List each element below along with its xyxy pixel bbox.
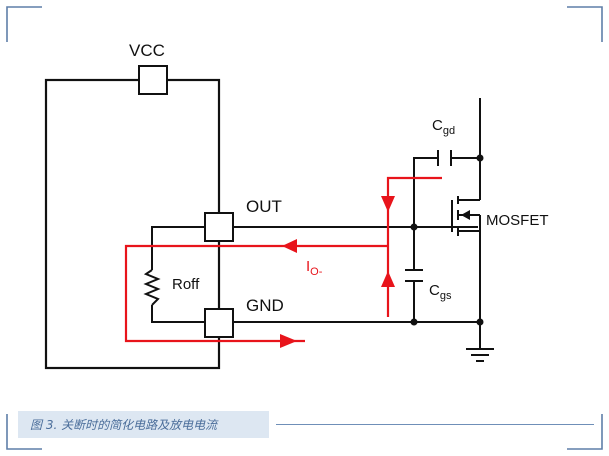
roff-label: Roff [172, 276, 200, 293]
vcc-label: VCC [129, 41, 165, 60]
ic-body [44, 78, 221, 370]
out-label: OUT [246, 197, 282, 216]
out-pin [204, 212, 234, 242]
figure-caption: 图 3. 关断时的简化电路及放电电流 [18, 411, 269, 438]
ground-icon [466, 348, 494, 362]
arrow-down-icon [381, 196, 395, 212]
gnd-label: GND [246, 296, 284, 315]
arrow-left-icon [282, 239, 297, 253]
caption-divider [276, 424, 594, 425]
current-label: IO- [306, 258, 323, 278]
arrow-right-icon [280, 334, 297, 348]
mosfet-arrow-icon [461, 210, 470, 220]
current-arrows [280, 196, 395, 348]
frame-corners [6, 6, 603, 450]
roff-resistor [143, 269, 161, 306]
mosfet-label: MOSFET [486, 212, 549, 229]
vcc-pin [138, 65, 168, 95]
cgd-label: Cgd [432, 117, 455, 137]
cgs-label: Cgs [429, 282, 452, 302]
junction-dots [410, 154, 484, 326]
gnd-pin [204, 308, 234, 338]
circuit-wires [151, 98, 481, 349]
arrow-up-icon [381, 271, 395, 287]
caption-text: 图 3. 关断时的简化电路及放电电流 [30, 418, 218, 432]
cgd-capacitor [437, 150, 452, 166]
discharge-current-path [124, 176, 442, 343]
cgs-capacitor [405, 269, 423, 282]
